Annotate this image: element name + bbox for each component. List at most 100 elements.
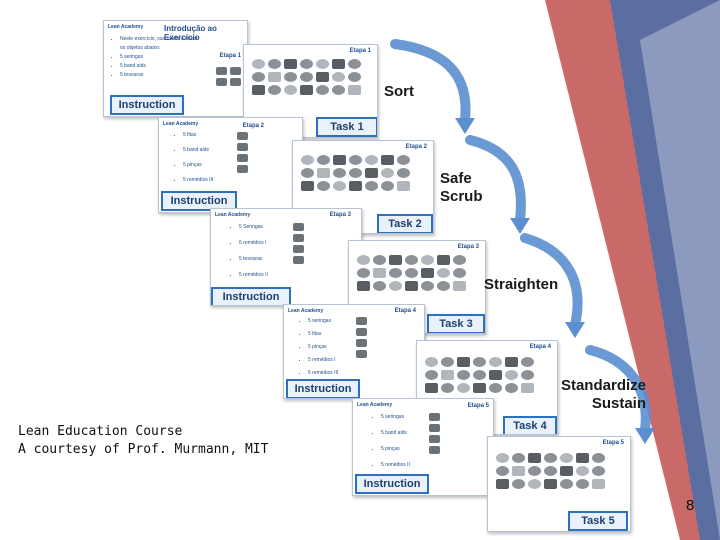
object-image (389, 268, 402, 278)
object-image (301, 181, 314, 191)
page-number: 8 (686, 497, 695, 514)
slide-etapa: Etapa 3 (329, 212, 351, 218)
object-image (397, 168, 410, 178)
object-image (489, 383, 502, 393)
bullet: 5 remédios III (183, 173, 213, 188)
object-image (332, 59, 345, 69)
object-image (230, 67, 241, 75)
object-image (429, 424, 440, 432)
scattered-objects (425, 357, 534, 393)
instruction-slide-4: Lean Academy Etapa 4 5 seringas 5 fitas … (283, 304, 425, 399)
object-image (332, 85, 345, 95)
object-image (437, 268, 450, 278)
step-safe-scrub: Safe Scrub (440, 170, 483, 206)
object-image (268, 59, 281, 69)
object-image (389, 281, 402, 291)
object-image (544, 466, 557, 476)
task-label: Task 1 (316, 117, 377, 137)
object-image (349, 181, 362, 191)
task-label: Task 3 (427, 314, 485, 333)
scattered-objects (252, 59, 361, 95)
arrow-3 (520, 233, 583, 330)
object-image (316, 85, 329, 95)
object-image (293, 234, 304, 242)
arrow-1 (390, 39, 471, 125)
slide-etapa: Etapa 5 (467, 403, 489, 409)
object-image (505, 383, 518, 393)
object-image (300, 85, 313, 95)
object-image (252, 85, 265, 95)
slide-etapa: Etapa 2 (405, 144, 427, 150)
object-image (349, 155, 362, 165)
object-image (421, 281, 434, 291)
object-image (521, 383, 534, 393)
instruction-slide-2: Lean Academy Etapa 2 5 fitas 5 band aids… (158, 117, 303, 213)
slide-etapa: Etapa 4 (394, 308, 416, 314)
object-image (405, 255, 418, 265)
instruction-slide-3: Lean Academy Etapa 3 5 Seringas 6 remédi… (210, 208, 362, 306)
object-image (293, 256, 304, 264)
object-image (237, 165, 248, 173)
bullet: 5 fitas (308, 328, 338, 341)
object-image (216, 67, 227, 75)
credit-line-1: Lean Education Course (18, 424, 183, 439)
bullet: 5 band aids (120, 62, 202, 71)
bullet: 5 seringas (308, 315, 338, 328)
object-image (521, 370, 534, 380)
object-image (332, 72, 345, 82)
object-image (300, 72, 313, 82)
object-image (252, 72, 265, 82)
object-image (301, 155, 314, 165)
object-image (356, 350, 367, 358)
slide-logo: Lean Academy (357, 402, 393, 408)
object-image (333, 181, 346, 191)
object-image (316, 59, 329, 69)
bullet: 5 pinças (183, 158, 213, 173)
object-image (441, 370, 454, 380)
bullet: 6 remédios I (239, 235, 268, 251)
object-image (437, 255, 450, 265)
object-image (528, 466, 541, 476)
bullet: 5 pinças (381, 441, 410, 457)
object-image (421, 268, 434, 278)
object-image (512, 479, 525, 489)
bullet: 5 tesouras (120, 71, 202, 80)
object-image (429, 446, 440, 454)
object-image (237, 132, 248, 140)
instruction-label: Instruction (211, 287, 291, 305)
slide-logo: Lean Academy (108, 24, 144, 30)
bullet: 5 remédios III (308, 367, 338, 380)
object-image (592, 479, 605, 489)
slide-etapa: Etapa 2 (242, 123, 264, 129)
object-image (505, 370, 518, 380)
object-image (576, 453, 589, 463)
object-image (316, 72, 329, 82)
bullet: 5 remédios I (308, 354, 338, 367)
object-image (512, 466, 525, 476)
slide-bullets: Neste exercício, sua tarefa é reunir os … (110, 35, 202, 80)
object-image (381, 155, 394, 165)
slide-bullets: 5 seringas 5 fitas 5 pinças 5 remédios I… (298, 315, 338, 380)
object-image (357, 268, 370, 278)
object-image (528, 453, 541, 463)
bullet: 5 band aids (183, 143, 213, 158)
object-image (284, 85, 297, 95)
object-image (216, 78, 227, 86)
object-thumbnails (293, 223, 304, 264)
object-image (365, 155, 378, 165)
object-image (473, 383, 486, 393)
bullet: 5 remédios II (381, 457, 410, 473)
object-image (252, 59, 265, 69)
object-image (300, 59, 313, 69)
object-image (505, 357, 518, 367)
task-label: Task 2 (377, 214, 433, 233)
step-safe: Safe (440, 170, 472, 187)
slide-bullets: 5 Seringas 6 remédios I 5 tesouras 5 rem… (229, 219, 268, 283)
task-label: Task 4 (503, 416, 557, 434)
step-sustain: Sustain (591, 395, 646, 412)
object-image (373, 281, 386, 291)
step-standardize-sustain: Standardize Sustain (546, 377, 646, 413)
light-wedge (640, 0, 720, 540)
object-image (230, 78, 241, 86)
